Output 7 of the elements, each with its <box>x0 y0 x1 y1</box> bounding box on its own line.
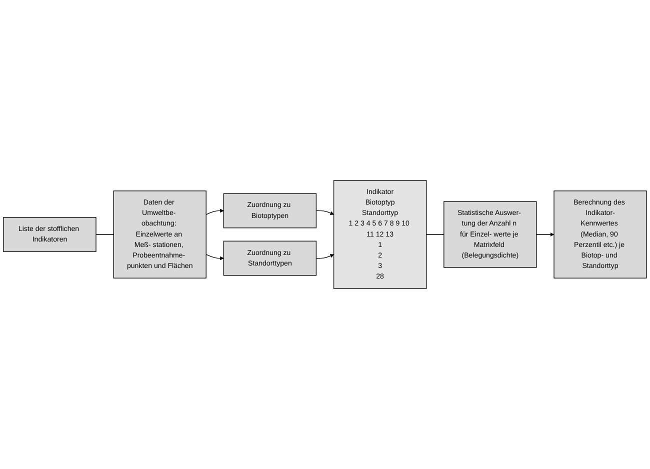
connector <box>96 234 114 235</box>
arrow <box>206 208 224 215</box>
arrow <box>206 254 224 260</box>
arrow <box>316 210 334 215</box>
arrow <box>536 232 554 236</box>
arrow <box>316 254 334 259</box>
connector <box>426 234 444 235</box>
